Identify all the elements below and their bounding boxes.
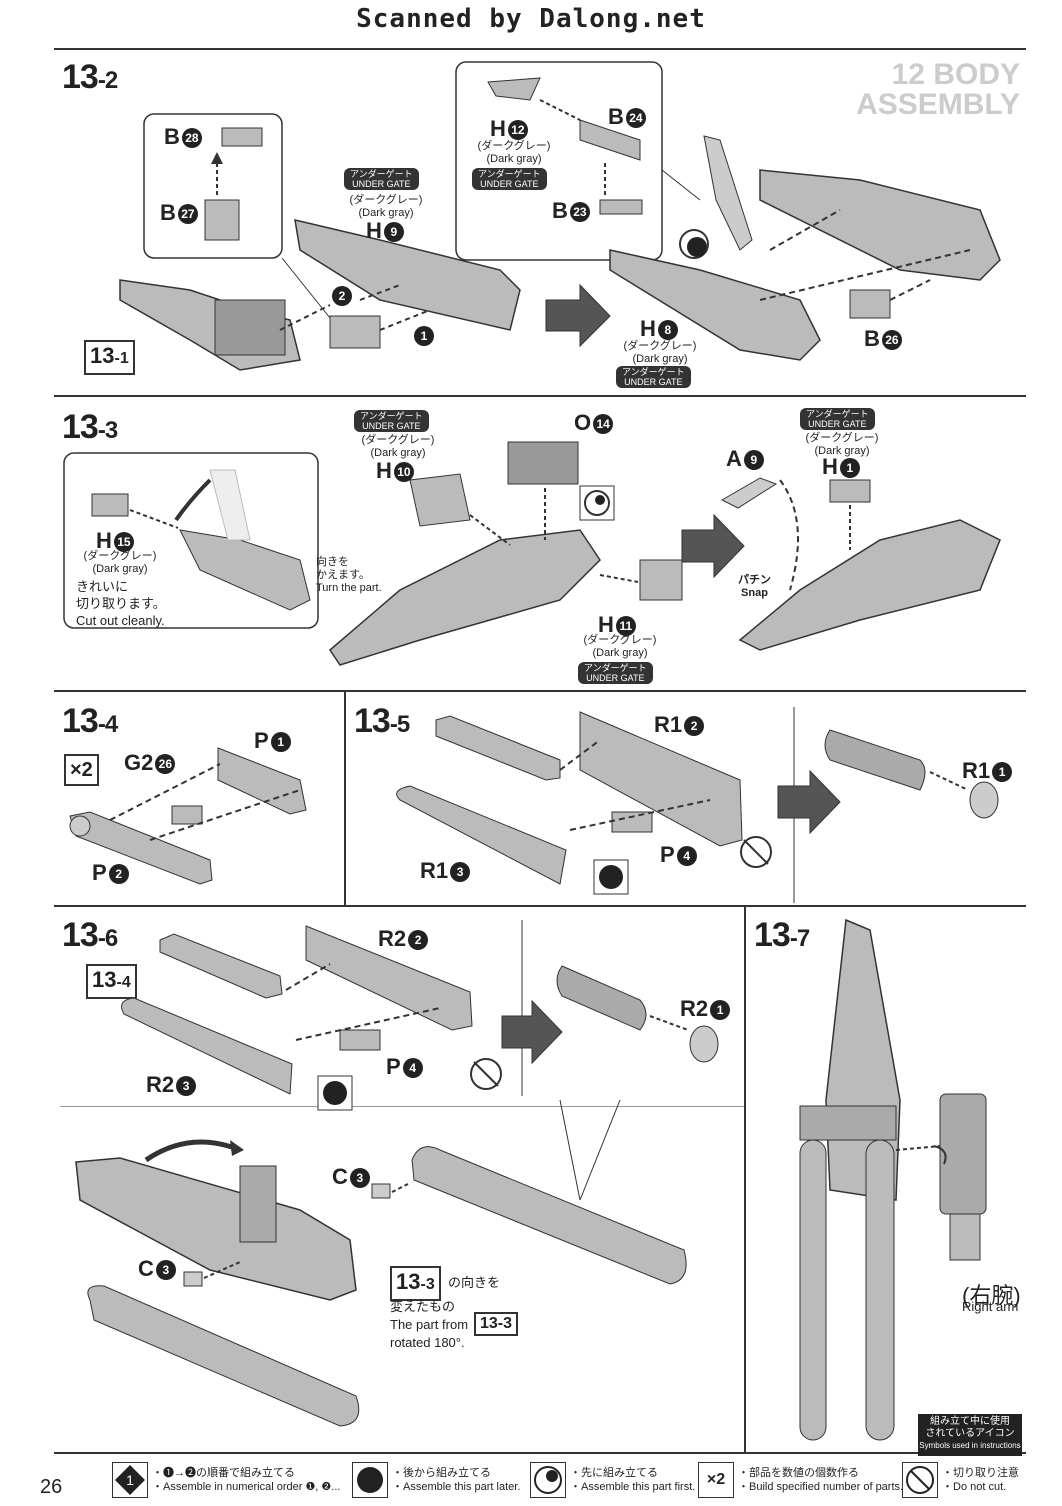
- legend-title: 組み立て中に使用されているアイコン Symbols used in instru…: [918, 1414, 1022, 1456]
- color-h10: (ダークグレー)(Dark gray): [361, 434, 435, 459]
- step-13-4-title: 13-4: [62, 702, 118, 740]
- legend-item-first: ・先に組み立てる・Assemble this part first.: [530, 1460, 695, 1500]
- divider-4: [54, 1452, 1026, 1454]
- divider-2: [54, 690, 1026, 692]
- divider-13-6-lower: [60, 1106, 744, 1107]
- ref-13-3-large: 13-3: [390, 1266, 441, 1301]
- order-2: 2: [330, 282, 352, 308]
- page-number: 26: [40, 1476, 63, 1498]
- order-1: 1: [412, 322, 434, 348]
- bleed-header: 12 BODY ASSEMBLY: [840, 60, 1020, 120]
- do-not-cut-icon: [902, 1462, 938, 1498]
- svg-text:1: 1: [126, 1472, 134, 1488]
- bleed-title-1: 12 BODY: [891, 58, 1020, 91]
- step-13-6-drawing: [75, 920, 719, 1427]
- color-h11: (ダークグレー)(Dark gray): [583, 634, 657, 659]
- rotate-note-en1: The part from: [390, 1317, 469, 1332]
- times-2-badge: ×2: [64, 754, 99, 786]
- step-13-2-inset-left: [119, 61, 1001, 371]
- cut-note: きれいに切り取ります。Cut out cleanly.: [76, 579, 166, 628]
- right-arm-en: Right arm: [962, 1299, 1019, 1314]
- ref-13-4: 13-4: [86, 964, 137, 999]
- bleed-title-2: ASSEMBLY: [856, 88, 1020, 121]
- right-arm-jp: (右腕): [962, 1283, 1021, 1308]
- rotate-note-en2: rotated 180°.: [390, 1335, 465, 1350]
- color-h15: (ダークグレー)(Dark gray): [83, 550, 157, 575]
- top-rule: [54, 48, 1026, 50]
- step-13-3-title: 13-3: [62, 408, 118, 446]
- color-h8: (ダークグレー)(Dark gray): [623, 340, 697, 365]
- color-h9: (ダークグレー)(Dark gray): [349, 194, 423, 219]
- step-13-6-title: 13-6: [62, 916, 118, 954]
- order-icon: 1: [112, 1462, 148, 1498]
- rotate-note-jp2: 変えたもの: [390, 1299, 456, 1314]
- divider-v1: [344, 692, 346, 905]
- legend-item-later: ・後から組み立てる・Assemble this part later.: [352, 1460, 522, 1500]
- step-13-7-drawing: [799, 918, 987, 1441]
- step-13-5-drawing: [396, 707, 999, 903]
- step-13-3-drawing: [63, 441, 1001, 666]
- assemble-first-icon: [530, 1462, 566, 1498]
- turn-note: 向きをかえます。Turn the part.: [316, 556, 382, 594]
- legend-item-cut: ・切り取り注意・Do not cut.: [902, 1460, 1032, 1500]
- scan-watermark: Scanned by Dalong.net: [356, 4, 706, 34]
- divider-v2: [744, 907, 746, 1452]
- divider-1: [54, 395, 1026, 397]
- color-h1: (ダークグレー)(Dark gray): [805, 432, 879, 457]
- step-13-4-drawing: [69, 747, 307, 885]
- rotate-note-jp1: の向きを: [448, 1275, 501, 1290]
- step-13-5-title: 13-5: [354, 702, 410, 740]
- step-13-2-title: 13-2: [62, 58, 118, 96]
- legend-item-multiple: ×2 ・部品を数値の個数作る・Build specified number of…: [698, 1460, 903, 1500]
- divider-3: [54, 905, 1026, 907]
- legend-item-order: 1 ・❶→❷の順番で組み立てる・Assemble in numerical or…: [112, 1460, 342, 1500]
- times-2-icon: ×2: [698, 1462, 734, 1498]
- color-h12: (ダークグレー)(Dark gray): [477, 140, 551, 165]
- ref-13-3-small: 13-3: [474, 1312, 519, 1336]
- step-13-7-title: 13-7: [754, 916, 810, 954]
- assemble-later-icon: [352, 1462, 388, 1498]
- ref-13-1: 13-1: [84, 340, 135, 375]
